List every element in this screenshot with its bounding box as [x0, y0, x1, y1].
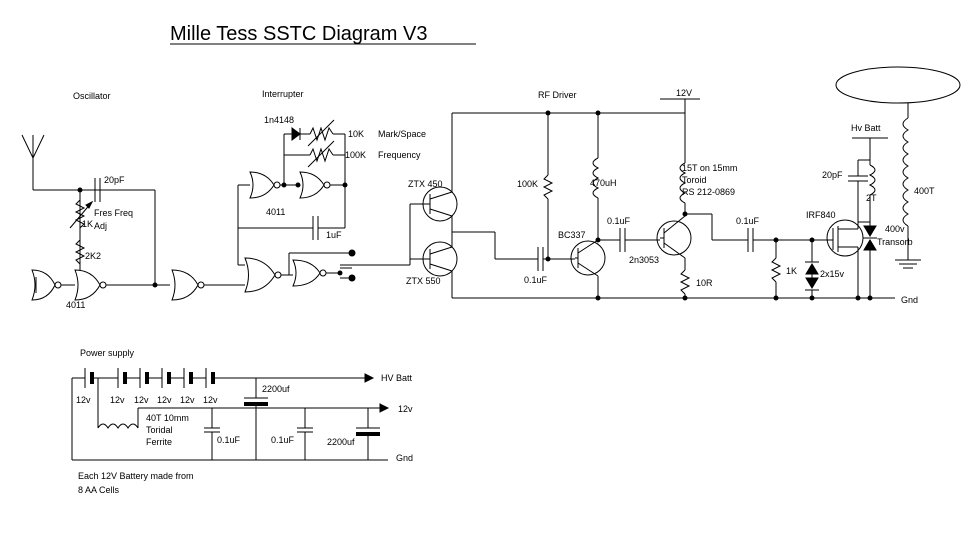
label-adj: Adj: [94, 221, 107, 231]
label-toroid-3: RS 212-0869: [682, 187, 735, 197]
label-10k: 10K: [348, 129, 364, 139]
section-rf-driver: RF Driver: [538, 90, 577, 100]
diode-1n4148: [291, 127, 301, 141]
resistor-1k-gate: [770, 257, 782, 283]
label-toroid-ps-1: 40T 10mm: [146, 413, 189, 423]
label-100k: 100K: [345, 150, 366, 160]
nand-gate-osc-2: [74, 269, 101, 301]
section-oscillator: Oscillator: [73, 91, 111, 101]
label-toroid-2: Toroid: [682, 175, 707, 185]
label-bat-12v-1: 12v: [76, 395, 91, 405]
nand-gate-int-1: [249, 171, 275, 199]
label-transorb-2: Transorb: [877, 237, 913, 247]
label-10r: 10R: [696, 278, 713, 288]
primary-coil-2t: [868, 164, 876, 196]
label-2t: 2T: [866, 193, 877, 203]
label-01uf-b: 0.1uF: [607, 216, 631, 226]
label-transorb-1: 400v: [885, 224, 905, 234]
label-1n4148: 1n4148: [264, 115, 294, 125]
nand-gate-buffer-3: [292, 259, 321, 287]
label-400t: 400T: [914, 186, 935, 196]
label-1k-gate: 1K: [786, 266, 797, 276]
label-frequency: Frequency: [378, 150, 421, 160]
inductor-470uh: [592, 157, 600, 199]
diagram-title: Mille Tess SSTC Diagram V3: [170, 23, 427, 45]
label-2n3053: 2n3053: [629, 255, 659, 265]
nand-gate-int-2: [299, 171, 325, 199]
nand-gate-buffer-2: [244, 257, 276, 293]
label-irf840: IRF840: [806, 210, 836, 220]
transorb-2: [863, 239, 877, 251]
label-fres-freq: Fres Freq: [94, 208, 133, 218]
label-20pf-osc: 20pF: [104, 175, 125, 185]
label-2200uf-b: 2200uf: [327, 437, 355, 447]
label-toroid-ps-2: Toridal: [146, 425, 173, 435]
antenna-symbol: [21, 134, 45, 190]
transistor-2n3053: [656, 220, 692, 256]
label-bat-12v-3: 12v: [134, 395, 149, 405]
label-mark-space: Mark/Space: [378, 129, 426, 139]
label-01uf-ps-a: 0.1uF: [217, 435, 241, 445]
zener-diode-2: [805, 277, 819, 289]
resistor-100k-rf: [542, 174, 554, 200]
oscillator-circuit: 20pF 1K Fres Freq Adj 2K2 4011: [21, 134, 170, 310]
inductor-toroid: [679, 162, 687, 204]
label-1uf: 1uF: [326, 230, 342, 240]
label-bc337: BC337: [558, 230, 586, 240]
potentiometer-10k: [309, 126, 334, 142]
label-1k-osc: 1K: [82, 219, 93, 229]
secondary-coil-400t: [902, 117, 909, 227]
topload: [835, 66, 961, 104]
nand-gate-buffer-1: [171, 269, 199, 301]
label-bat-12v-4: 12v: [157, 395, 172, 405]
rf-driver-circuit: 12V ZTX 450 ZTX 550 0.1uF 100: [406, 66, 961, 305]
label-bat-12v-6: 12v: [203, 395, 218, 405]
potentiometer-100k: [309, 147, 334, 163]
transorb-1: [863, 225, 877, 237]
power-supply-circuit: HV Batt 12v 12v 12v 12v 12v 12v 12v 40T …: [71, 368, 413, 495]
label-hv-batt-top: Hv Batt: [851, 123, 881, 133]
transistor-bc337: [570, 240, 606, 276]
note-line-2: 8 AA Cells: [78, 485, 120, 495]
label-ztx550: ZTX 550: [406, 276, 441, 286]
resistor-10r: [679, 269, 691, 295]
label-470uh: 470uH: [590, 178, 617, 188]
label-2k2: 2K2: [85, 251, 101, 261]
label-01uf-a: 0.1uF: [524, 275, 548, 285]
label-ztx450: ZTX 450: [408, 179, 443, 189]
label-2200uf-a: 2200uf: [262, 384, 290, 394]
label-bat-12v-2: 12v: [110, 395, 125, 405]
interrupter-circuit: 1n4148 10K Mark/Space 100K Frequency: [171, 115, 426, 301]
label-zener: 2x15v: [820, 269, 845, 279]
label-100k-rf: 100K: [517, 179, 538, 189]
label-01uf-ps-b: 0.1uF: [271, 435, 295, 445]
label-12v-top: 12V: [676, 88, 692, 98]
label-toroid-ps-3: Ferrite: [146, 437, 172, 447]
label-toroid-1: 15T on 15mm: [682, 163, 737, 173]
12v-arrow: [379, 403, 390, 413]
label-gnd-rf: Gnd: [901, 295, 918, 305]
label-bat-12v-5: 12v: [180, 395, 195, 405]
label-ps-gnd: Gnd: [396, 453, 413, 463]
nand-gate-osc-1: [31, 269, 56, 301]
zener-diode-1: [805, 263, 819, 275]
label-20pf-hv: 20pF: [822, 170, 843, 180]
label-ps-hv-batt: HV Batt: [381, 373, 413, 383]
section-power-supply: Power supply: [80, 348, 135, 358]
resistor-2k2: [74, 239, 86, 265]
label-ps-12v: 12v: [398, 404, 413, 414]
hv-batt-arrow: [364, 373, 375, 383]
section-interrupter: Interrupter: [262, 89, 304, 99]
resistor-fres-freq: [74, 199, 86, 229]
note-line-1: Each 12V Battery made from: [78, 471, 194, 481]
label-4011-a: 4011: [66, 300, 85, 310]
label-01uf-c: 0.1uF: [736, 216, 760, 226]
label-4011-b: 4011: [266, 207, 285, 217]
toroid-choke-ps: [97, 423, 139, 429]
